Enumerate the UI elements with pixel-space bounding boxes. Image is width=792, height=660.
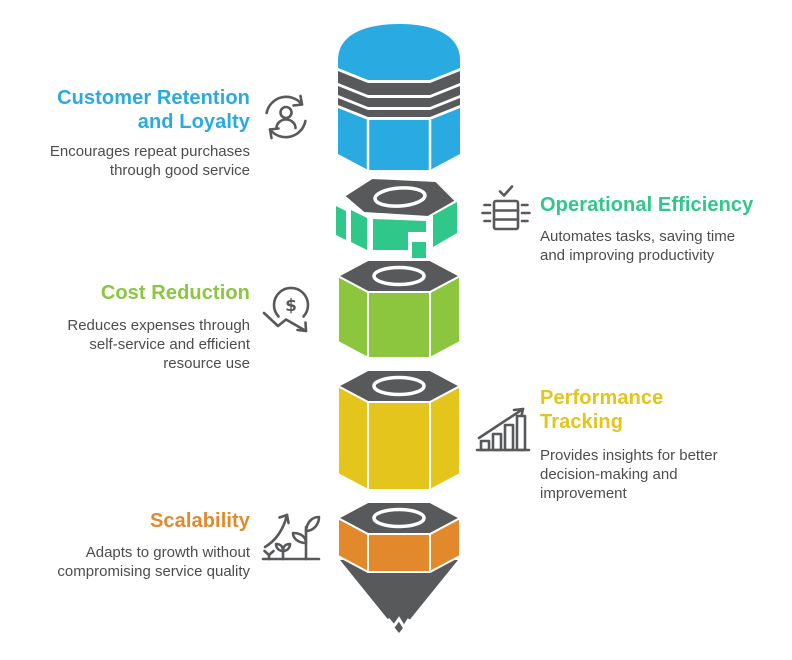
pencil-funnel-graphic xyxy=(336,24,461,633)
cost-reduction-description: Reduces expenses through self-service an… xyxy=(67,317,250,372)
bar-chart-growth-icon xyxy=(472,396,534,458)
segment-scalability xyxy=(337,501,461,573)
dollar-decrease-icon: $ xyxy=(259,281,321,343)
orange-top-ring xyxy=(372,507,426,529)
ferrule-band-1 xyxy=(338,71,460,95)
cost-reduction-title: Cost Reduction xyxy=(100,282,250,304)
performance-tracking-description: Provides insights for better decision-ma… xyxy=(540,447,718,502)
segment-customer-retention xyxy=(338,24,460,170)
customer-retention-title: Customer Retention and Loyalty xyxy=(57,87,250,133)
plant-growth-icon xyxy=(259,505,323,569)
customer-retention-description: Encourages repeat purchases through good… xyxy=(49,143,250,179)
tip-cone xyxy=(340,560,458,633)
scalability-title: Scalability xyxy=(149,510,250,532)
lime-top-face xyxy=(337,259,461,293)
green-chunk xyxy=(412,242,426,258)
green-top-face xyxy=(343,177,457,218)
segment-operational-efficiency xyxy=(336,177,457,258)
ferrule-band-2 xyxy=(338,86,460,107)
green-chunk xyxy=(336,206,346,240)
svg-text:$: $ xyxy=(285,296,297,316)
yellow-right-face xyxy=(429,385,461,491)
orange-top-face xyxy=(337,501,461,535)
eraser-dome xyxy=(338,24,460,80)
eraser-facet-seams xyxy=(366,120,432,170)
lime-top-ring xyxy=(372,265,426,287)
yellow-top-ring xyxy=(372,375,426,397)
tip-notch xyxy=(386,616,411,630)
green-top-ring xyxy=(373,186,427,208)
segment-cost-reduction xyxy=(337,259,461,359)
performance-tracking-title: Performance Tracking xyxy=(540,387,664,433)
green-chunk xyxy=(351,210,367,250)
yellow-left-face xyxy=(337,385,369,491)
automation-check-icon xyxy=(477,181,533,237)
user-refresh-icon xyxy=(257,87,315,145)
orange-front-face xyxy=(367,533,431,573)
scalability-description: Adapts to growth without compromising se… xyxy=(57,544,250,580)
yellow-front-face xyxy=(367,401,431,491)
operational-efficiency-title: Operational Efficiency xyxy=(540,194,754,216)
pencil-tip xyxy=(340,560,458,633)
lime-front-face xyxy=(367,291,431,359)
eraser-body xyxy=(338,108,460,170)
yellow-top-face xyxy=(337,369,461,403)
green-chunk xyxy=(373,219,426,250)
operational-efficiency-description: Automates tasks, saving time and improvi… xyxy=(540,228,736,264)
ferrule-band-3 xyxy=(338,98,460,117)
segment-performance-tracking xyxy=(337,369,461,491)
green-chunk xyxy=(433,202,457,247)
